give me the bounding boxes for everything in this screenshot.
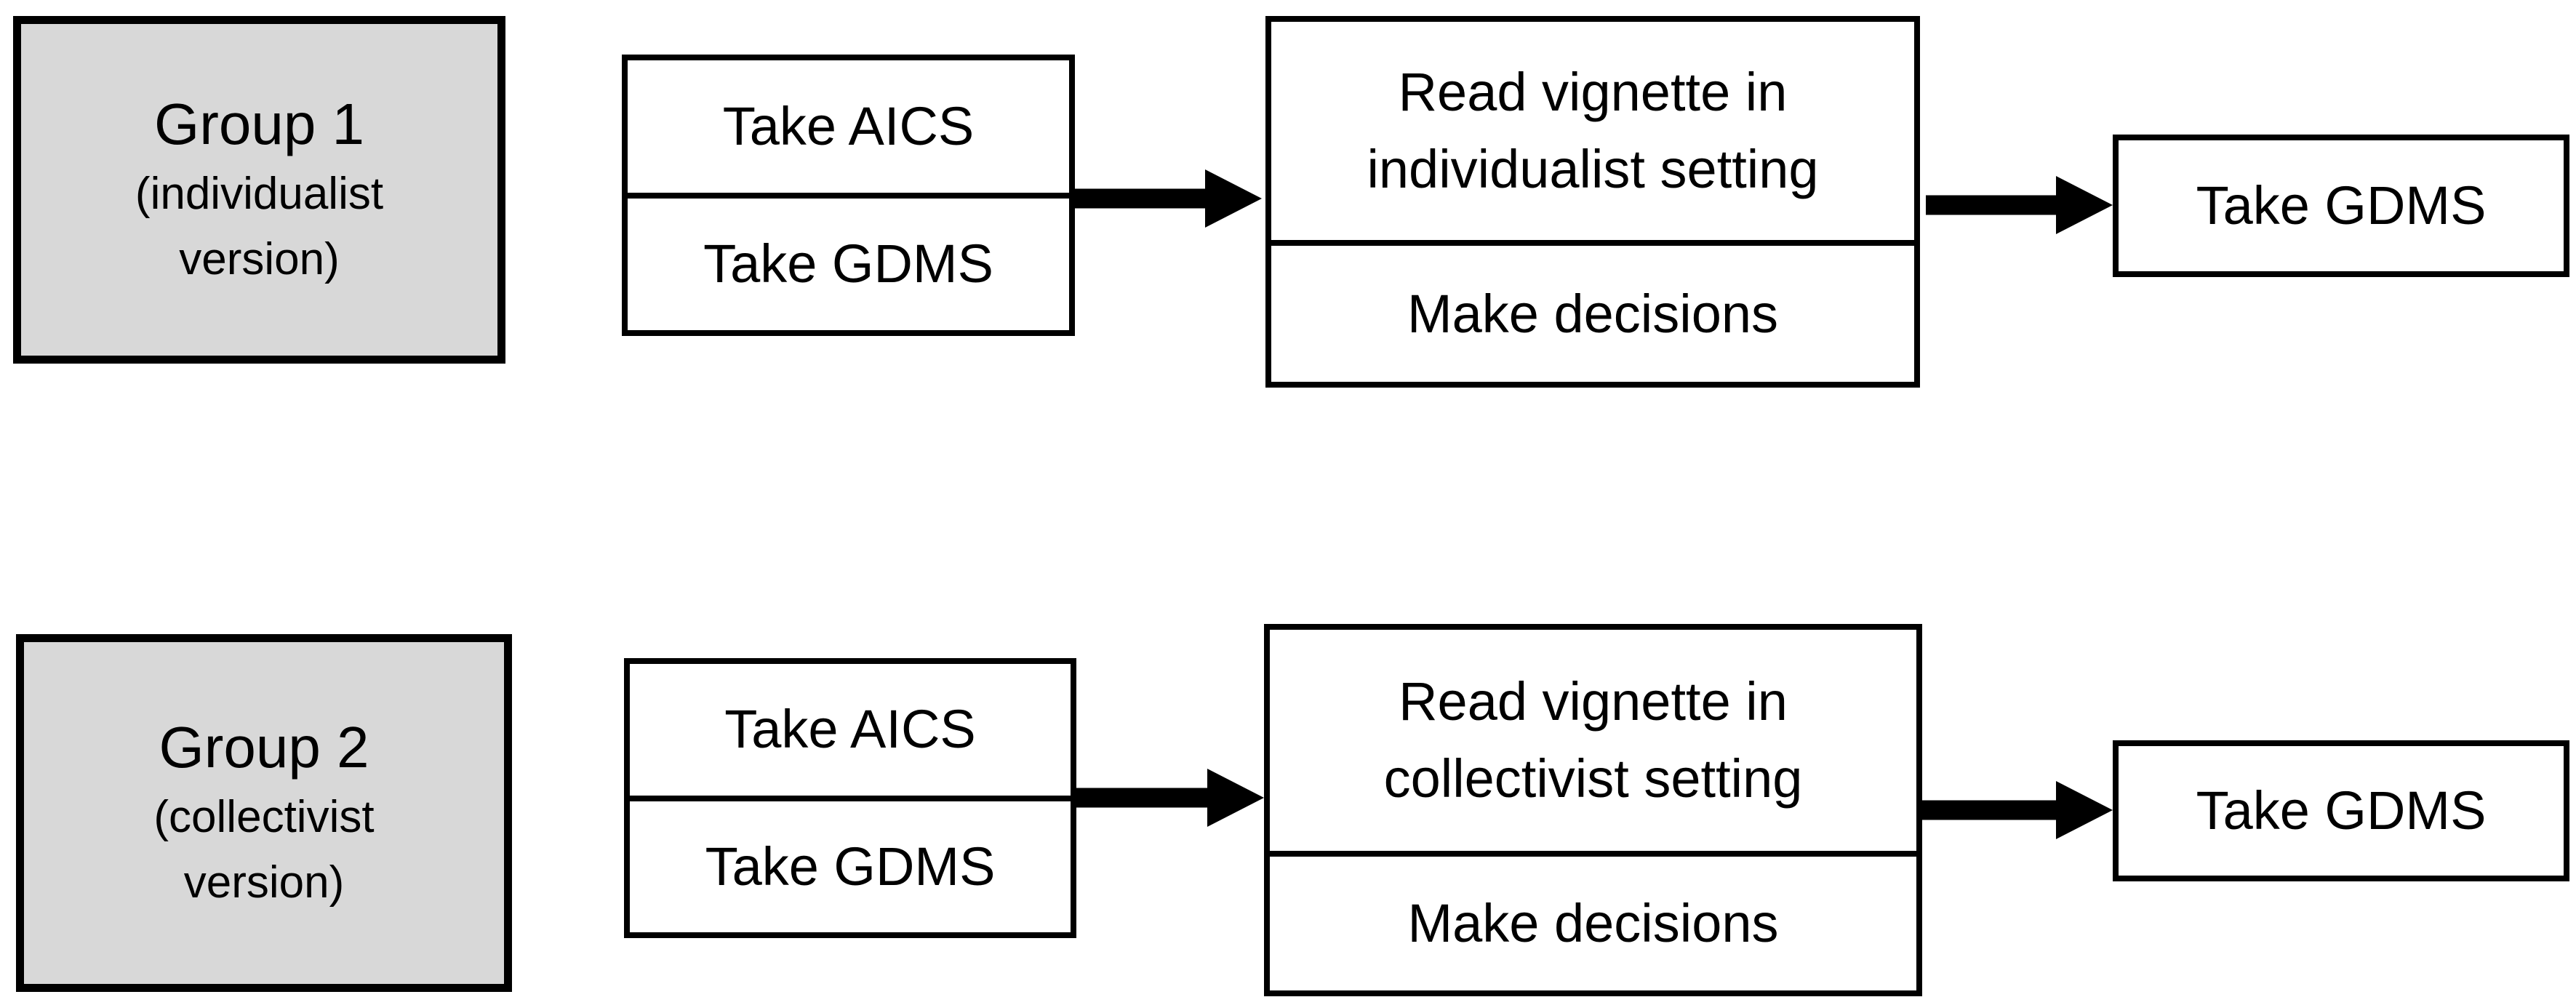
arrow-head-icon (2056, 781, 2113, 839)
group2-posttest-box: Take GDMS (2113, 740, 2569, 881)
group1-arrow-pretest-to-vignette (1075, 169, 1262, 228)
group1-pretest-box: Take AICS Take GDMS (622, 55, 1075, 336)
group2-vignette-line1: Read vignette in (1399, 671, 1788, 732)
group2-vignette-task2: Make decisions (1270, 851, 1916, 990)
arrow-head-icon (1205, 169, 1262, 228)
group2-vignette-task1: Read vignette in collectivist setting (1270, 630, 1916, 851)
group2-subtitle-line2: version) (183, 857, 345, 908)
group2-title: Group 2 (159, 715, 369, 780)
arrow-head-icon (1207, 769, 1264, 827)
group1-pretest-task2: Take GDMS (628, 192, 1069, 331)
group1-vignette-task2: Make decisions (1271, 240, 1914, 382)
arrow-head-icon (2056, 176, 2113, 234)
group1-vignette-box: Read vignette in individualist setting M… (1265, 16, 1920, 388)
group2-arrow-vignette-to-posttest (1922, 781, 2113, 839)
group2-pretest-box: Take AICS Take GDMS (624, 658, 1076, 938)
group1-box: Group 1 (individualist version) (13, 16, 505, 364)
group2-posttest-label: Take GDMS (2196, 780, 2487, 841)
group1-vignette-line2: individualist setting (1367, 139, 1819, 199)
arrow-shaft (1922, 800, 2056, 820)
group2-arrow-pretest-to-vignette (1076, 769, 1264, 827)
group2-vignette-box: Read vignette in collectivist setting Ma… (1264, 624, 1922, 996)
arrow-shaft (1926, 195, 2056, 215)
group2-subtitle-line1: (collectivist (153, 792, 375, 842)
group1-pretest-task1: Take AICS (722, 95, 975, 156)
group1-posttest-label: Take GDMS (2196, 175, 2487, 236)
arrow-shaft (1075, 188, 1205, 209)
group2-vignette-line2: collectivist setting (1383, 748, 1803, 809)
group2-pretest-task1: Take AICS (724, 699, 976, 760)
group1-posttest-box: Take GDMS (2113, 135, 2569, 277)
group1-subtitle-line2: version) (179, 234, 340, 284)
group1-title: Group 1 (153, 92, 365, 156)
group1-vignette-line1: Read vignette in (1398, 62, 1788, 122)
group2-pretest-task2: Take GDMS (630, 795, 1071, 933)
group1-subtitle-line1: (individualist (135, 169, 384, 219)
group1-vignette-task1: Read vignette in individualist setting (1271, 22, 1914, 240)
group1-arrow-vignette-to-posttest (1926, 176, 2113, 234)
arrow-shaft (1076, 788, 1207, 808)
group2-box: Group 2 (collectivist version) (16, 634, 512, 992)
